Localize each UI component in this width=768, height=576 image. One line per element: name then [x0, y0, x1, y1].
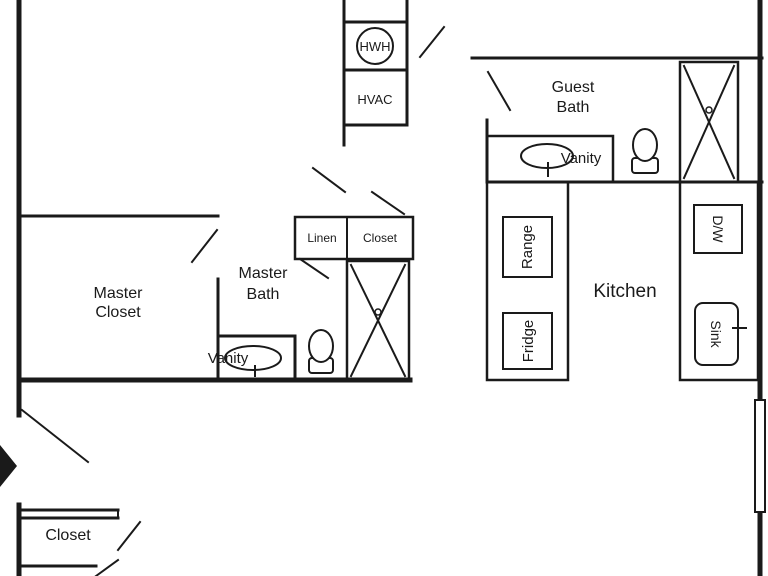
kitchen-sink-icon — [694, 302, 739, 366]
hwh-label: HWH — [359, 39, 390, 54]
dishwasher-label: D/W — [710, 215, 726, 243]
linen-label: Linen — [307, 231, 336, 245]
range-icon — [502, 216, 553, 278]
dishwasher-icon — [693, 204, 743, 254]
kitchen-walls — [485, 180, 760, 382]
guest-bath-label-line2: Bath — [557, 99, 590, 116]
master-closet-label-line2: Closet — [95, 304, 141, 321]
shower-drain-icon — [705, 106, 713, 114]
range-label: Range — [519, 225, 536, 269]
fridge-icon — [502, 312, 553, 370]
master-toilet-icon — [308, 329, 334, 363]
kitchen-label: Kitchen — [593, 281, 656, 302]
guest-bath-walls — [470, 56, 764, 184]
kitchen-counter-right — [678, 180, 760, 382]
hvac-label: HVAC — [357, 92, 392, 107]
master-closet-label-line1: Master — [94, 285, 144, 302]
utility-area — [342, 0, 446, 147]
closet-walls — [17, 408, 142, 576]
master-bath-label-line2: Bath — [247, 286, 280, 303]
fridge-label: Fridge — [520, 320, 537, 363]
master-sink-icon — [224, 345, 282, 371]
window — [754, 399, 766, 513]
entry-arrow-icon — [0, 445, 17, 487]
sink-label: Sink — [708, 320, 724, 348]
kitchen-counter-left — [485, 180, 570, 382]
closet-small-label: Closet — [363, 231, 398, 245]
shower-drain-icon — [374, 308, 382, 316]
vanity-guest-label: Vanity — [561, 150, 602, 167]
master-shower — [345, 259, 411, 382]
water-heater-icon — [356, 27, 394, 65]
guest-toilet-icon — [632, 128, 658, 162]
master-suite-walls — [16, 166, 415, 383]
guest-bath-label-line1: Guest — [552, 79, 595, 96]
vanity-master-label: Vanity — [208, 350, 249, 367]
closet-label: Closet — [45, 527, 91, 544]
master-bath-label-line1: Master — [239, 265, 289, 282]
